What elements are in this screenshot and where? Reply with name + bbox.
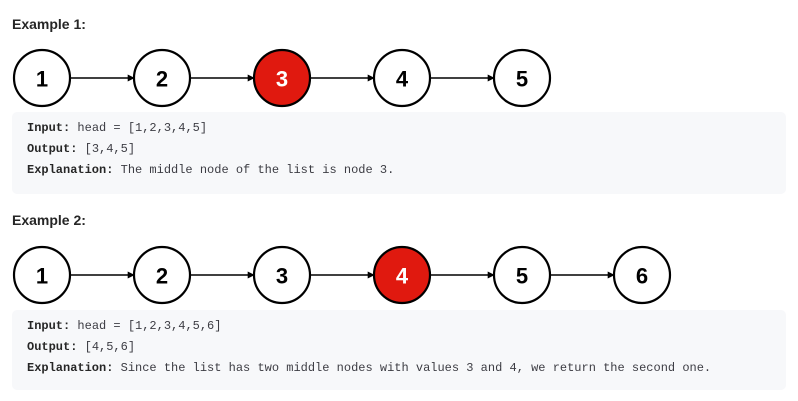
list-node: 1 xyxy=(12,245,72,305)
linked-list-diagram-1: 1 2 3 4 5 xyxy=(12,48,552,108)
input-value: head = [1,2,3,4,5] xyxy=(77,121,208,135)
output-value: [4,5,6] xyxy=(84,340,136,354)
node-circle xyxy=(132,48,192,108)
node-value: 4 xyxy=(396,67,409,92)
output-line: Output: [4,5,6] xyxy=(27,337,771,358)
example-2-code-block: Input: head = [1,2,3,4,5,6] Output: [4,5… xyxy=(12,310,786,390)
node-circle xyxy=(492,48,552,108)
explanation-line: Explanation: The middle node of the list… xyxy=(27,160,771,181)
explanation-value: The middle node of the list is node 3. xyxy=(120,163,395,177)
node-value: 4 xyxy=(396,264,409,289)
node-circle xyxy=(252,48,312,108)
node-circle xyxy=(612,245,672,305)
input-line: Input: head = [1,2,3,4,5,6] xyxy=(27,316,771,337)
linked-list-diagram-2: 1 2 3 4 5 6 xyxy=(12,245,672,305)
node-value: 1 xyxy=(36,67,48,92)
explanation-label: Explanation: xyxy=(27,361,114,375)
output-value: [3,4,5] xyxy=(84,142,136,156)
list-node: 5 xyxy=(492,48,552,108)
node-circle xyxy=(12,245,72,305)
example-1-title: Example 1: xyxy=(12,16,86,32)
node-circle xyxy=(372,245,432,305)
explanation-value: Since the list has two middle nodes with… xyxy=(120,361,712,375)
example-2-title: Example 2: xyxy=(12,212,86,228)
input-label: Input: xyxy=(27,319,71,333)
example-1-code-block: Input: head = [1,2,3,4,5] Output: [3,4,5… xyxy=(12,112,786,194)
list-node: 2 xyxy=(132,245,192,305)
node-circle xyxy=(132,245,192,305)
node-circle xyxy=(492,245,552,305)
list-node: 4 xyxy=(372,48,432,108)
output-label: Output: xyxy=(27,340,78,354)
explanation-label: Explanation: xyxy=(27,163,114,177)
list-node: 6 xyxy=(612,245,672,305)
list-node: 2 xyxy=(132,48,192,108)
output-label: Output: xyxy=(27,142,78,156)
input-value: head = [1,2,3,4,5,6] xyxy=(77,319,222,333)
node-value: 5 xyxy=(516,67,528,92)
input-label: Input: xyxy=(27,121,71,135)
list-node-middle: 3 xyxy=(252,48,312,108)
node-value: 3 xyxy=(276,67,288,92)
output-line: Output: [3,4,5] xyxy=(27,139,771,160)
list-node-middle: 4 xyxy=(372,245,432,305)
node-circle xyxy=(12,48,72,108)
node-value: 3 xyxy=(276,264,288,289)
node-circle xyxy=(372,48,432,108)
node-value: 5 xyxy=(516,264,528,289)
node-circle xyxy=(252,245,312,305)
list-node: 3 xyxy=(252,245,312,305)
list-node: 1 xyxy=(12,48,72,108)
input-line: Input: head = [1,2,3,4,5] xyxy=(27,118,771,139)
list-node: 5 xyxy=(492,245,552,305)
node-value: 6 xyxy=(636,264,648,289)
node-value: 2 xyxy=(156,67,168,92)
node-value: 2 xyxy=(156,264,168,289)
explanation-line: Explanation: Since the list has two midd… xyxy=(27,358,771,379)
node-value: 1 xyxy=(36,264,48,289)
